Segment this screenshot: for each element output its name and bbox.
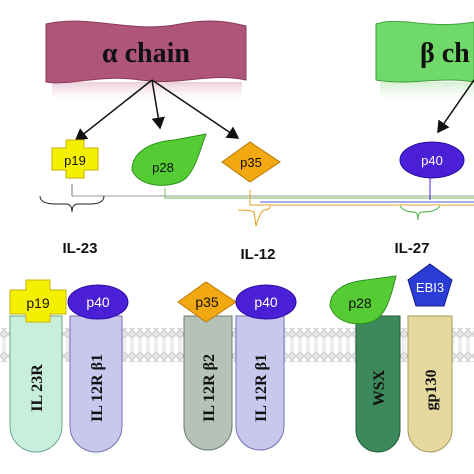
il12rb2-label: IL 12R β2 [201,354,218,422]
il12rb1-receptor-b: IL 12R β1 [235,315,285,451]
p28-subunit-top: p28 [131,133,207,186]
il23r-receptor: IL 23R [9,315,63,453]
il12-p40-label: p40 [254,294,278,310]
p40-top-label: p40 [421,153,443,168]
wsx-label: WSX [371,369,388,406]
p28-top-label: p28 [152,160,174,175]
il23-p40-subunit: p40 [67,284,129,320]
p35-top-label: p35 [240,155,262,170]
alpha-arrows [74,79,240,141]
il12-p35-label: p35 [195,294,219,310]
il23-p40-label: p40 [86,294,110,310]
p19-subunit-top: p19 [51,139,99,179]
il23-label: IL-23 [62,240,97,257]
connector-lines [39,176,474,227]
il12-label: IL-12 [240,246,275,263]
arrow-to-p40 [437,79,474,134]
il12rb1-receptor-a: IL 12R β1 [69,315,123,453]
beta-chain-label: β ch [420,38,470,69]
gp130-receptor: gp130 [407,315,453,453]
il12rb1-b-label: IL 12R β1 [253,354,270,422]
il23-p19-subunit: p19 [9,279,67,323]
il23r-label: IL 23R [29,364,46,412]
il27-label: IL-27 [394,240,429,257]
il23-p19-label: p19 [26,295,50,311]
il27-ebi3-subunit: EBI3 [407,263,453,307]
arrow-to-p28 [151,79,165,130]
p40-subunit-top: p40 [399,141,465,179]
il27-ebi3-label: EBI3 [416,280,444,295]
beta-chain-banner: β ch [375,20,474,104]
arrow-to-p35 [151,79,240,139]
gp130-label: gp130 [423,370,440,411]
arrow-to-p19 [74,79,153,141]
wsx-receptor: WSX [355,315,401,453]
il27-p28-subunit: p28 [329,275,397,325]
p19-top-label: p19 [64,153,86,168]
il12-p40-subunit: p40 [235,284,297,320]
alpha-chain-label: α chain [102,38,190,69]
alpha-chain-banner: α chain [45,20,247,104]
il27-p28-label: p28 [348,295,372,311]
il12rb1-a-label: IL 12R β1 [89,354,106,422]
p35-subunit-top: p35 [221,141,281,183]
il12rb2-receptor: IL 12R β2 [183,315,233,451]
